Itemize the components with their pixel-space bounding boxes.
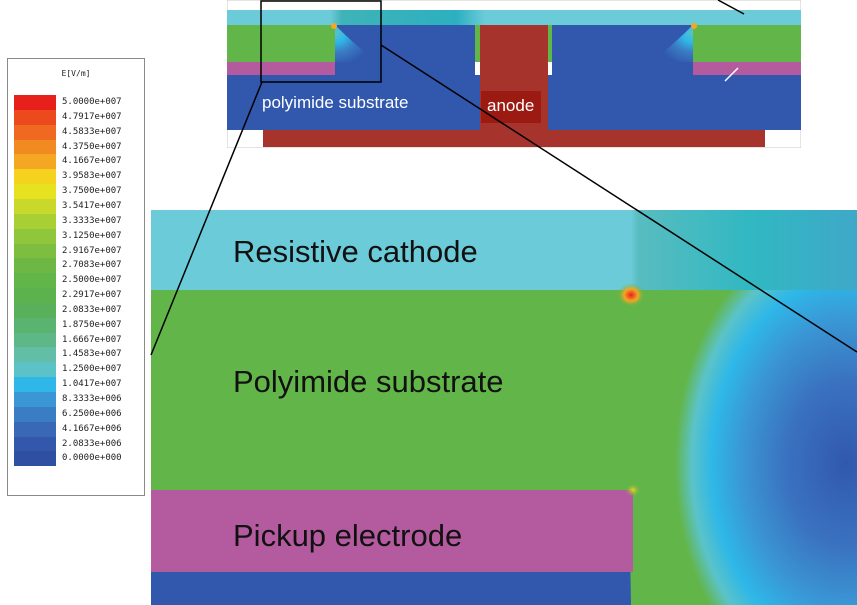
overview-pickup-right (693, 62, 801, 75)
legend-tick-label: 2.5000e+007 (62, 275, 122, 286)
legend-swatch (14, 406, 56, 422)
legend-swatch (14, 332, 56, 348)
overview-anode-base (263, 130, 765, 147)
legend-tick-label: 0.0000e+000 (62, 453, 122, 464)
legend-tick-label: 4.7917e+007 (62, 111, 122, 122)
legend-swatch (14, 258, 56, 274)
overview-hotspot-left (331, 23, 337, 29)
legend-swatch (14, 436, 56, 452)
legend-tick-label: 3.5417e+007 (62, 200, 122, 211)
zoom-pickup-label: Pickup electrode (233, 518, 463, 553)
legend-title: E[V/m] (61, 69, 91, 78)
overview-hole-right (552, 25, 693, 130)
zoom-hotspot-bottom (625, 483, 641, 497)
zoom-hotspot-top (617, 283, 645, 307)
legend-tick-label: 3.1250e+007 (62, 230, 122, 241)
legend-swatch (14, 95, 56, 110)
legend-tick-label: 1.0417e+007 (62, 379, 122, 390)
overview-pickup-left (227, 62, 335, 75)
legend-swatch (14, 421, 56, 437)
legend-swatch (14, 302, 56, 318)
legend-swatch (14, 198, 56, 214)
legend-tick-label: 2.2917e+007 (62, 290, 122, 301)
legend-swatch (14, 451, 56, 467)
overview-cathode-layer (227, 10, 801, 25)
zoom-panel: Resistive cathode Polyimide substrate Pi… (151, 210, 857, 605)
legend-tick-label: 4.1667e+006 (62, 423, 122, 434)
overview-anode-label: anode (487, 96, 535, 115)
legend-tick-label: 4.5833e+007 (62, 126, 122, 137)
legend-tick-label: 1.6667e+007 (62, 334, 122, 345)
legend-tick-label: 3.9583e+007 (62, 171, 122, 182)
legend-tick-label: 3.3333e+007 (62, 215, 122, 226)
legend-swatch (14, 124, 56, 140)
zoom-pickup-layer (151, 490, 633, 572)
legend-tick-label: 5.0000e+007 (62, 97, 122, 107)
legend-tick-label: 8.3333e+006 (62, 394, 122, 404)
zoom-field-gradient (629, 290, 857, 605)
legend-swatch (14, 228, 56, 244)
color-legend: E[V/m] 5.0000e+007 4.7917e+007 4.5833e+007… (7, 58, 145, 496)
legend-tick-label: 2.0833e+006 (62, 438, 122, 449)
overview-substrate-label: polyimide substrate (262, 93, 409, 112)
legend-swatch (14, 109, 56, 125)
zoom-substrate-label: Polyimide substrate (233, 364, 504, 399)
legend-tick-label: 2.0833e+007 (62, 304, 122, 315)
legend-swatch (14, 377, 56, 393)
legend-swatch (14, 288, 56, 304)
legend-tick-label: 2.9167e+007 (62, 245, 122, 256)
legend-tick-label: 3.7500e+007 (62, 186, 122, 197)
zoom-box (260, 0, 382, 83)
legend-swatch (14, 273, 56, 289)
legend-swatch (14, 169, 56, 185)
legend-swatch (14, 392, 56, 407)
overview-panel: polyimide substrate anode (226, 0, 802, 149)
overview-field-left (335, 25, 377, 62)
overview-field-plot (226, 0, 802, 149)
legend-tick-label: 6.2500e+006 (62, 408, 122, 419)
legend-swatch (14, 139, 56, 155)
legend-tick-label: 1.8750e+007 (62, 319, 122, 330)
legend-tick-label: 4.3750e+007 (62, 141, 122, 152)
legend-tick-label: 2.7083e+007 (62, 260, 122, 271)
legend-swatch (14, 347, 56, 363)
overview-hole-left (335, 25, 475, 130)
legend-swatch (14, 184, 56, 200)
legend-tick-label: 1.4583e+007 (62, 349, 122, 360)
legend-swatch (14, 243, 56, 259)
legend-tick-label: 4.1667e+007 (62, 156, 122, 167)
legend-tick-label: 1.2500e+007 (62, 364, 122, 375)
legend-swatch (14, 362, 56, 378)
zoom-cathode-label: Resistive cathode (233, 234, 478, 269)
legend-swatch (14, 317, 56, 333)
overview-hotspot-right (691, 23, 697, 29)
legend-swatch (14, 154, 56, 170)
legend-swatch (14, 213, 56, 229)
